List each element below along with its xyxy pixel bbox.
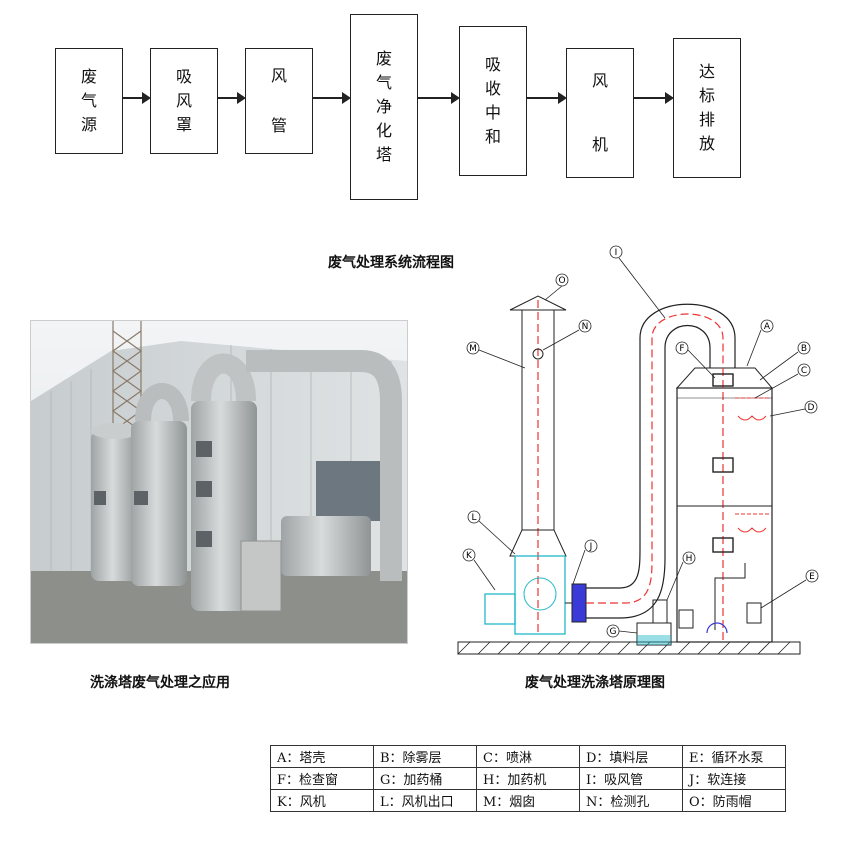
callout-label-e: E (809, 572, 815, 582)
flow-arrow (123, 97, 149, 99)
flow-char: 达 (699, 60, 715, 84)
callout-label-h: H (686, 554, 693, 564)
flow-char: 排 (699, 108, 715, 132)
legend-row: A：塔壳 B：除雾层 C：喷淋 D：填料层 E：循环水泵 (271, 746, 786, 768)
flow-char: 吸 (485, 53, 501, 77)
flow-box-waste-gas-source: 废 气 源 (55, 48, 123, 154)
flow-arrow (634, 97, 672, 99)
legend-cell: K：风机 (271, 790, 374, 812)
callout-label-i: I (615, 248, 618, 258)
flow-char: 废 (376, 47, 392, 71)
flow-char: 标 (699, 84, 715, 108)
legend-cell: I：吸风管 (580, 768, 683, 790)
flow-box-purification-tower: 废 气 净 化 塔 (350, 14, 418, 200)
legend-cell: O：防雨帽 (683, 790, 786, 812)
flow-char: 风 (176, 89, 192, 113)
callout-label-f: F (679, 344, 684, 354)
scrubber-tower-photo (30, 320, 408, 644)
flow-arrow (313, 97, 349, 99)
flow-arrow (527, 97, 565, 99)
legend-cell: H：加药机 (477, 768, 580, 790)
legend-table: A：塔壳 B：除雾层 C：喷淋 D：填料层 E：循环水泵 F：检查窗 G：加药桶… (270, 745, 786, 812)
callout-label-j: J (589, 542, 593, 552)
flow-box-absorption-neutralization: 吸 收 中 和 (459, 26, 527, 176)
legend-cell: J：软连接 (683, 768, 786, 790)
callout-label-k: K (466, 551, 473, 561)
flow-char: 源 (81, 113, 97, 137)
callout-label-l: L (471, 513, 476, 523)
flow-char: 净 (376, 95, 392, 119)
legend-cell: F：检查窗 (271, 768, 374, 790)
legend-cell: B：除雾层 (374, 746, 477, 768)
flow-char: 风 (592, 69, 608, 93)
legend-row: F：检查窗 G：加药桶 H：加药机 I：吸风管 J：软连接 (271, 768, 786, 790)
flow-char: 塔 (376, 143, 392, 167)
flow-char: 化 (376, 119, 392, 143)
callout-label-g: G (610, 627, 617, 637)
legend-cell: G：加药桶 (374, 768, 477, 790)
legend-cell: E：循环水泵 (683, 746, 786, 768)
flow-arrow (218, 97, 244, 99)
flow-char: 罩 (176, 113, 192, 137)
flow-char: 气 (376, 71, 392, 95)
legend-cell: D：填料层 (580, 746, 683, 768)
flow-box-standard-discharge: 达 标 排 放 (673, 38, 741, 178)
callout-label-b: B (801, 344, 807, 354)
flow-box-fan: 风 机 (566, 48, 634, 178)
callout-label-d: D (808, 403, 815, 413)
callout-label-m: M (469, 344, 477, 354)
legend-cell: L：风机出口 (374, 790, 477, 812)
photo-caption: 洗涤塔废气处理之应用 (90, 672, 230, 692)
callout-label-o: O (558, 276, 565, 286)
callout-label-c: C (801, 366, 807, 376)
flow-char: 放 (699, 132, 715, 156)
legend-cell: N：检测孔 (580, 790, 683, 812)
flow-char: 管 (271, 114, 287, 138)
flow-chart-title: 废气处理系统流程图 (328, 252, 454, 272)
legend-cell: A：塔壳 (271, 746, 374, 768)
flow-char: 收 (485, 77, 501, 101)
legend-cell: M：烟囱 (477, 790, 580, 812)
legend-cell: C：喷淋 (477, 746, 580, 768)
flow-char: 废 (81, 65, 97, 89)
flow-char: 机 (592, 133, 608, 157)
schematic-caption: 废气处理洗涤塔原理图 (525, 672, 665, 692)
flow-char: 中 (485, 101, 501, 125)
flow-char: 吸 (176, 65, 192, 89)
flow-char: 气 (81, 89, 97, 113)
flow-box-suction-hood: 吸 风 罩 (150, 48, 218, 154)
flow-box-air-duct: 风 管 (245, 48, 313, 154)
callout-label-n: N (582, 322, 589, 332)
scrubber-tower-illustration (31, 321, 407, 643)
scrubber-schematic: O N M I A F B C D L J K H E G (455, 238, 850, 663)
flow-char: 风 (271, 64, 287, 88)
legend-row: K：风机 L：风机出口 M：烟囱 N：检测孔 O：防雨帽 (271, 790, 786, 812)
flow-arrow (418, 97, 458, 99)
callout-label-a: A (764, 322, 771, 332)
flow-char: 和 (485, 125, 501, 149)
